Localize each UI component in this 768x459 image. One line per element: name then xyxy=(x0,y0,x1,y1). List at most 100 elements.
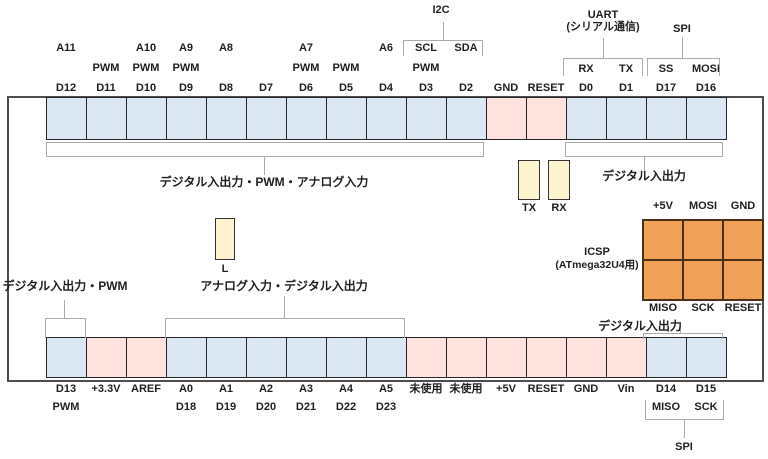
bracket-top-main xyxy=(46,142,484,157)
pin-label-bottom-A0-3: A0 xyxy=(178,383,194,395)
tick-d13 xyxy=(64,300,65,318)
sub-label-D21: D21 xyxy=(295,401,317,413)
tick-spi-bottom xyxy=(684,420,685,438)
region-digital-pwm-label: デジタル入出力・PWM xyxy=(2,279,128,293)
pin-cell-top-D8 xyxy=(206,97,247,140)
sub-label-D18: D18 xyxy=(175,401,197,413)
icsp-pin-cell-4 xyxy=(682,259,724,301)
pin-label-bottom-RESET-12: RESET xyxy=(527,383,565,395)
pin-cell-top-D11 xyxy=(86,97,127,140)
pin-cell-top-D1 xyxy=(606,97,647,140)
pin-label-bottom-+5V-11: +5V xyxy=(496,383,516,395)
pin-label-bottom-D15-16: D15 xyxy=(695,383,717,395)
pin-label-bottom-未使用-9: 未使用 xyxy=(409,383,443,395)
pin-label-bottom-未使用-10: 未使用 xyxy=(449,383,483,395)
pin-label-D11: D11 xyxy=(96,82,116,94)
pin-label-D0: D0 xyxy=(578,82,594,94)
icsp-pin-cell-1 xyxy=(682,219,724,261)
pwm-label-D9: PWM xyxy=(172,62,200,74)
pin-label-bottom-Vin-14: Vin xyxy=(617,383,635,395)
pin-label-D1: D1 xyxy=(618,82,634,94)
sub-label-PWM: PWM xyxy=(52,401,80,413)
pin-cell-bottom-AREF-2 xyxy=(126,337,167,378)
alt-label-A9: A9 xyxy=(178,42,194,54)
icsp-pin-cell-5 xyxy=(722,259,764,301)
pin-cell-bottom-+5V-11 xyxy=(486,337,527,378)
pin-cell-bottom-A5-8 xyxy=(366,337,407,378)
pin-label-bottom-A4-7: A4 xyxy=(338,383,354,395)
icsp-pin-cell-3 xyxy=(642,259,684,301)
pwm-label-D5: PWM xyxy=(332,62,360,74)
pin-label-D2: D2 xyxy=(458,82,474,94)
tick-d14-d15 xyxy=(680,326,681,333)
pin-label-bottom-A2-5: A2 xyxy=(258,383,274,395)
alt-label-A8: A8 xyxy=(218,42,234,54)
alt-label-A6: A6 xyxy=(378,42,394,54)
tick-top-main xyxy=(264,157,265,175)
sub-label-SCK: SCK xyxy=(694,401,718,413)
region-digital-pwm-analog-label: デジタル入出力・PWM・アナログ入力 xyxy=(159,175,369,189)
alt-label-A7: A7 xyxy=(298,42,314,54)
pin-label-bottom-D14-15: D14 xyxy=(655,383,677,395)
pin-cell-bottom-D13-0 xyxy=(46,337,87,378)
pin-label-D9: D9 xyxy=(178,82,194,94)
bracket-spi-bottom xyxy=(645,400,724,420)
icsp-bottom-label-MISO: MISO xyxy=(648,302,678,314)
pin-cell-top-D7 xyxy=(246,97,287,140)
pin-cell-bottom-GND-13 xyxy=(566,337,607,378)
alt-label-A10: A10 xyxy=(135,42,157,54)
sub-label-D19: D19 xyxy=(215,401,237,413)
alt-label-SCL: SCL xyxy=(415,42,437,54)
pin-cell-top-D3 xyxy=(406,97,447,140)
pin-label-RESET: RESET xyxy=(527,82,565,94)
pin-cell-top-D10 xyxy=(126,97,167,140)
pin-label-D7: D7 xyxy=(258,82,274,94)
pin-cell-bottom-A1-4 xyxy=(206,337,247,378)
bracket-d13 xyxy=(45,318,86,338)
pin-cell-top-D0 xyxy=(566,97,607,140)
icsp-top-label-GND: GND xyxy=(730,200,756,212)
pin-cell-bottom-A4-7 xyxy=(326,337,367,378)
icsp-bottom-label-SCK: SCK xyxy=(691,302,715,314)
pin-cell-bottom-A0-3 xyxy=(166,337,207,378)
sub-label-D23: D23 xyxy=(375,401,397,413)
pwm-label-D6: PWM xyxy=(292,62,320,74)
spi-top-label: SPI xyxy=(673,23,691,35)
alt-label-A11: A11 xyxy=(56,42,76,54)
pin-cell-top-D5 xyxy=(326,97,367,140)
func-label-TX: TX xyxy=(618,63,634,75)
pin-label-D4: D4 xyxy=(378,82,394,94)
pin-cell-top-D12 xyxy=(46,97,87,140)
i2c-label: I2C xyxy=(432,4,450,16)
bracket-spi-top xyxy=(647,58,720,76)
pin-cell-bottom-D14-15 xyxy=(646,337,687,378)
icsp-pin-cell-2 xyxy=(722,219,764,261)
uart-sub-label: (シリアル通信) xyxy=(566,21,640,33)
pwm-label-D11: PWM xyxy=(92,62,120,74)
tick-uart xyxy=(603,38,604,58)
icsp-title: ICSP xyxy=(584,246,610,258)
pin-cell-bottom-未使用-9 xyxy=(406,337,447,378)
tick-spi-top xyxy=(682,37,683,58)
icsp-top-label-MOSI: MOSI xyxy=(688,200,718,212)
tick-top-right xyxy=(644,157,645,170)
l-led xyxy=(215,218,235,260)
bracket-analog xyxy=(165,318,405,338)
sub-label-MISO: MISO xyxy=(651,401,681,413)
pin-label-bottom-D13-0: D13 xyxy=(55,383,77,395)
pin-label-bottom-A1-4: A1 xyxy=(218,383,234,395)
pin-cell-top-RESET xyxy=(526,97,567,140)
icsp-subtitle: (ATmega32U4用) xyxy=(555,259,639,271)
pin-label-D10: D10 xyxy=(135,82,157,94)
icsp-bottom-label-RESET: RESET xyxy=(724,302,762,314)
pin-label-bottom-GND-13: GND xyxy=(573,383,599,395)
bracket-d14-d15 xyxy=(643,333,723,339)
rx-led-label: RX xyxy=(551,202,567,214)
pin-label-bottom-AREF-2: AREF xyxy=(131,383,161,395)
pin-cell-top-D16 xyxy=(686,97,727,140)
pin-cell-bottom-Vin-14 xyxy=(606,337,647,378)
sub-label-D20: D20 xyxy=(255,401,277,413)
l-led-label: L xyxy=(221,263,229,275)
icsp-pin-cell-0 xyxy=(642,219,684,261)
